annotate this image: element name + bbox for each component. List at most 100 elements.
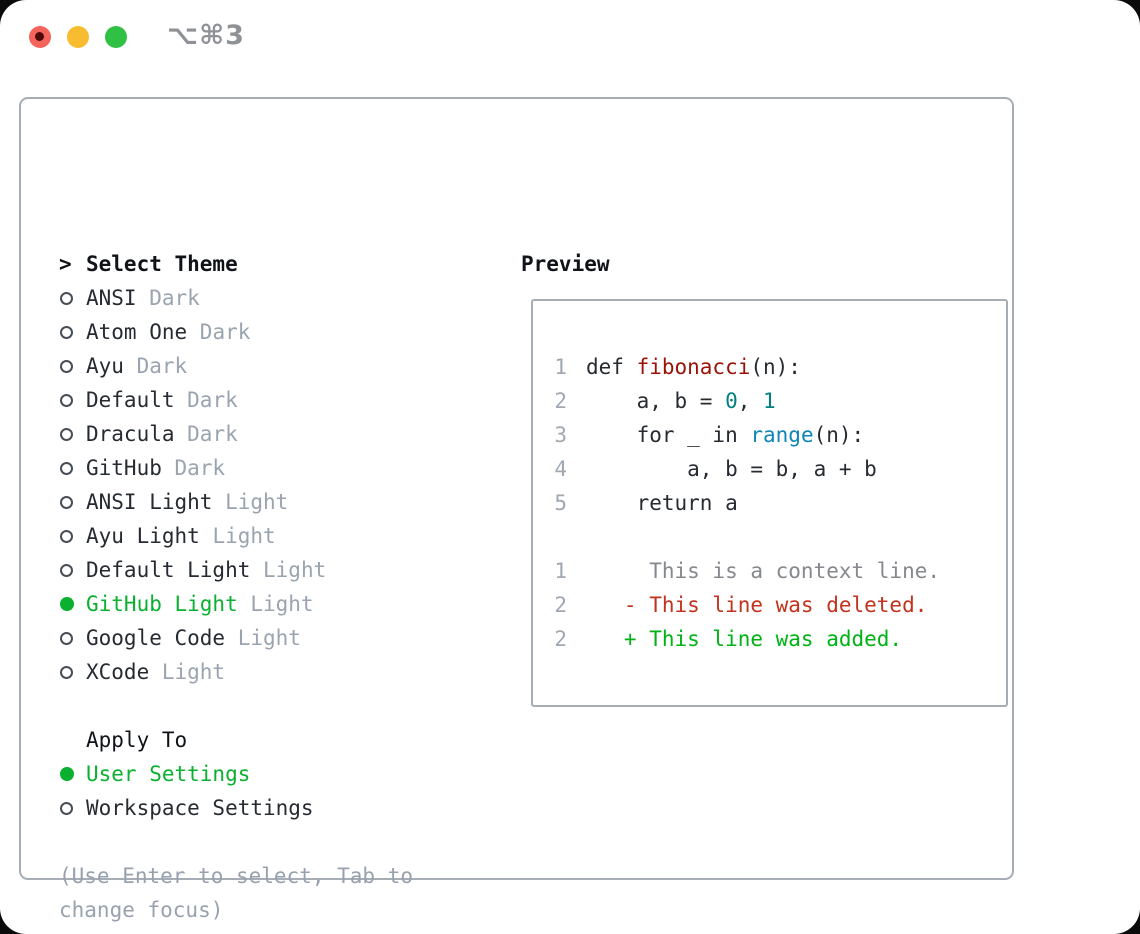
code-segment-number: 1 bbox=[763, 389, 776, 413]
option-label: Default bbox=[86, 388, 175, 412]
select-theme-header: > Select Theme bbox=[59, 247, 326, 281]
option-variant-label: Dark bbox=[187, 320, 251, 344]
window-title: ⌥⌘3 bbox=[167, 20, 245, 51]
option-label: Ayu bbox=[86, 354, 124, 378]
radio-selected-icon bbox=[59, 767, 86, 781]
line-number: 3 bbox=[554, 423, 567, 447]
spacer-row bbox=[59, 689, 326, 723]
close-button[interactable] bbox=[29, 26, 51, 48]
line-number: 2 bbox=[554, 389, 567, 413]
titlebar: ⌥⌘3 bbox=[0, 0, 1140, 74]
option-variant-label: Light bbox=[237, 592, 314, 616]
apply-to-label: Apply To bbox=[86, 728, 188, 752]
theme-option-google-code[interactable]: Google Code Light bbox=[59, 621, 326, 655]
radio-icon bbox=[59, 325, 86, 339]
radio-icon bbox=[59, 291, 86, 305]
line-number: 1 bbox=[554, 559, 567, 583]
theme-option-default[interactable]: Default Dark bbox=[59, 383, 326, 417]
option-variant-label: Dark bbox=[123, 354, 188, 378]
code-segment-text: (n): bbox=[813, 423, 865, 447]
option-variant-label: Light bbox=[250, 558, 327, 582]
radio-icon bbox=[59, 495, 86, 509]
code-segment-text: return a bbox=[586, 491, 738, 515]
code-segment-function: fibonacci bbox=[636, 355, 751, 379]
code-segment-added: + This line was added. bbox=[586, 627, 903, 651]
line-number: 2 bbox=[554, 627, 567, 651]
code-segment-deleted: - This line was deleted. bbox=[586, 593, 928, 617]
option-label: Workspace Settings bbox=[86, 796, 314, 820]
code-segment-text: for _ in bbox=[586, 423, 751, 447]
caret-icon: > bbox=[59, 252, 72, 276]
option-label: Default Light bbox=[86, 558, 251, 582]
theme-option-github-light[interactable]: GitHub Light Light bbox=[59, 587, 326, 621]
apply-option-workspace-settings[interactable]: Workspace Settings bbox=[59, 791, 326, 825]
radio-icon bbox=[59, 801, 86, 815]
theme-option-atom-one[interactable]: Atom One Dark bbox=[59, 315, 326, 349]
option-variant-label: Light bbox=[149, 660, 226, 684]
radio-icon bbox=[59, 393, 86, 407]
code-segment-text: (n): bbox=[750, 355, 801, 379]
option-variant-label: Dark bbox=[174, 422, 238, 446]
option-variant-label: Light bbox=[199, 524, 276, 548]
theme-option-ayu-light[interactable]: Ayu Light Light bbox=[59, 519, 326, 553]
option-label: Ayu Light bbox=[86, 524, 200, 548]
radio-icon bbox=[59, 665, 86, 679]
option-label: ANSI Light bbox=[86, 490, 213, 514]
theme-option-ayu[interactable]: Ayu Dark bbox=[59, 349, 326, 383]
zoom-button[interactable] bbox=[105, 26, 127, 48]
option-variant-label: Light bbox=[212, 490, 289, 514]
select-theme-label: Select Theme bbox=[86, 252, 238, 276]
code-segment-text: , bbox=[737, 389, 764, 413]
minimize-button[interactable] bbox=[67, 26, 89, 48]
option-label: XCode bbox=[86, 660, 150, 684]
code-line: 1 This is a context line. bbox=[553, 554, 940, 588]
option-variant-label: Light bbox=[225, 626, 301, 650]
radio-selected-icon bbox=[59, 597, 86, 611]
code-segment-builtin: range bbox=[750, 423, 814, 447]
option-label: User Settings bbox=[86, 762, 251, 786]
option-variant-label: Dark bbox=[136, 286, 200, 310]
option-label: GitHub bbox=[86, 456, 162, 480]
option-label: Dracula bbox=[86, 422, 175, 446]
radio-icon bbox=[59, 563, 86, 577]
option-variant-label: Dark bbox=[174, 388, 238, 412]
radio-icon bbox=[59, 529, 86, 543]
line-number: 1 bbox=[554, 355, 567, 379]
code-line: 2 a, b = 0, 1 bbox=[553, 384, 940, 418]
radio-icon bbox=[59, 461, 86, 475]
line-number: 4 bbox=[554, 457, 567, 481]
code-line: 5 return a bbox=[553, 486, 940, 520]
code-segment-context: This is a context line. bbox=[586, 559, 941, 583]
theme-option-xcode[interactable]: XCode Light bbox=[59, 655, 326, 689]
code-line: 2 + This line was added. bbox=[553, 622, 940, 656]
theme-option-default-light[interactable]: Default Light Light bbox=[59, 553, 326, 587]
radio-icon bbox=[59, 359, 86, 373]
code-segment-text: a, b = b, a + b bbox=[586, 457, 877, 481]
theme-option-ansi-light[interactable]: ANSI Light Light bbox=[59, 485, 326, 519]
code-line: 3 for _ in range(n): bbox=[553, 418, 940, 452]
code-line bbox=[553, 520, 940, 554]
code-line: 1 def fibonacci(n): bbox=[553, 350, 940, 384]
theme-option-dracula[interactable]: Dracula Dark bbox=[59, 417, 326, 451]
code-segment-text: def bbox=[586, 355, 637, 379]
keyboard-hint: (Use Enter to select, Tab to change focu… bbox=[59, 864, 414, 922]
option-label: GitHub Light bbox=[86, 592, 238, 616]
code-segment-number: 0 bbox=[725, 389, 738, 413]
line-number: 5 bbox=[554, 491, 567, 515]
radio-icon bbox=[59, 427, 86, 441]
code-line: 4 a, b = b, a + b bbox=[553, 452, 940, 486]
option-label: Atom One bbox=[86, 320, 188, 344]
preview-title: Preview bbox=[521, 252, 610, 276]
code-segment-text: a, b = bbox=[586, 389, 726, 413]
option-label: ANSI bbox=[86, 286, 137, 310]
line-number: 2 bbox=[554, 593, 567, 617]
apply-option-user-settings[interactable]: User Settings bbox=[59, 757, 326, 791]
theme-option-ansi[interactable]: ANSI Dark bbox=[59, 281, 326, 315]
apply-to-header: Apply To bbox=[59, 723, 326, 757]
theme-option-github[interactable]: GitHub Dark bbox=[59, 451, 326, 485]
option-variant-label: Dark bbox=[161, 456, 226, 480]
code-line: 2 - This line was deleted. bbox=[553, 588, 940, 622]
